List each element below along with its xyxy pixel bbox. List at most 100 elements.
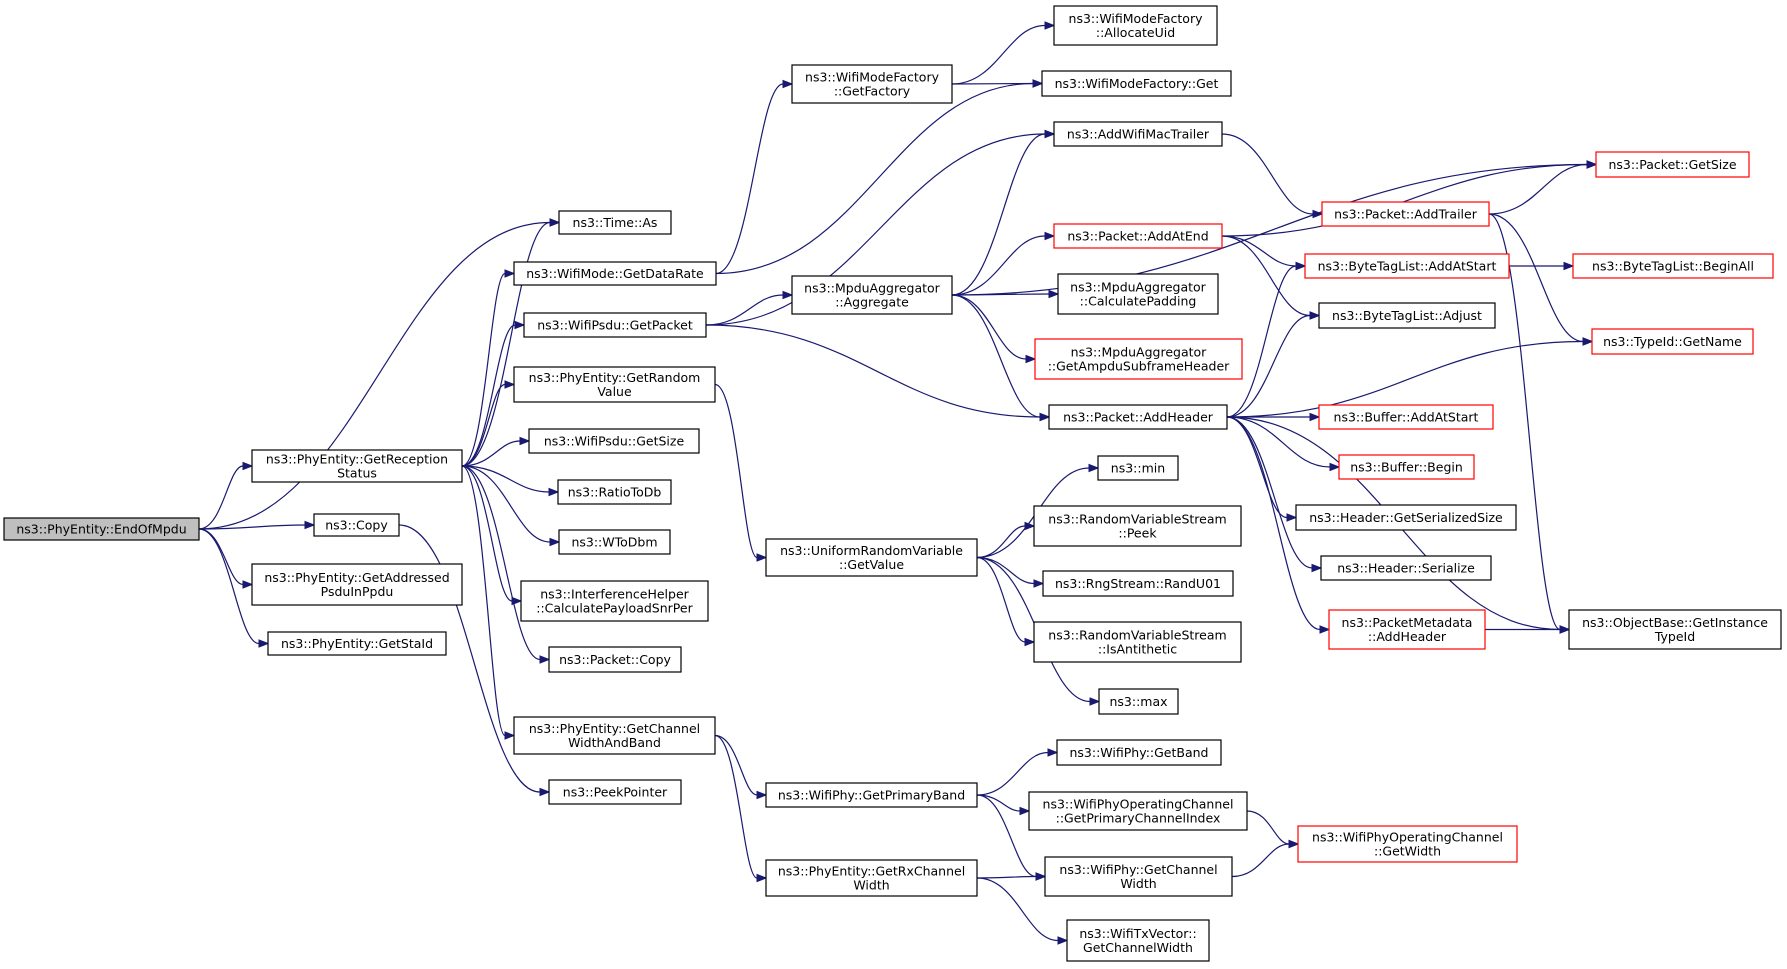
node-phygetchannelwidth[interactable]: ns3::WifiPhy::GetChannelWidth xyxy=(1044,856,1233,897)
node-isantithetic[interactable]: ns3::RandomVariableStream::IsAntithetic xyxy=(1033,621,1242,663)
node-box xyxy=(513,261,717,286)
node-opchgetwidth[interactable]: ns3::WifiPhyOperatingChannel::GetWidth xyxy=(1297,825,1518,863)
node-getfactory[interactable]: ns3::WifiModeFactory::GetFactory xyxy=(791,64,953,104)
arrowhead xyxy=(258,639,270,648)
node-calcpayloadsnr[interactable]: ns3::InterferenceHelper::CalculatePayloa… xyxy=(520,580,709,622)
arrowhead xyxy=(1319,625,1331,634)
node-endofmpdu[interactable]: ns3::PhyEntity::EndOfMpdu xyxy=(3,517,200,541)
node-label: ::CalculatePadding xyxy=(1080,294,1197,309)
node-box xyxy=(523,312,707,338)
arrowhead xyxy=(548,487,560,497)
edge-getreceptionstatus-to-psdugetsize xyxy=(461,436,531,467)
edge-getprimaryband-to-getprimarychannelindex xyxy=(976,794,1031,816)
arrowhead xyxy=(1044,129,1056,139)
node-psdugetpacket[interactable]: ns3::WifiPsdu::GetPacket xyxy=(523,312,707,338)
node-label: ns3::WToDbm xyxy=(571,535,657,550)
node-bufferbegin[interactable]: ns3::Buffer::Begin xyxy=(1338,454,1475,480)
node-label: ::GetValue xyxy=(839,557,904,572)
node-getprimarychannelindex[interactable]: ns3::WifiPhyOperatingChannel::GetPrimary… xyxy=(1028,791,1248,831)
node-timeas[interactable]: ns3::Time::As xyxy=(558,210,672,235)
node-allocateuid[interactable]: ns3::WifiModeFactory::AllocateUid xyxy=(1053,5,1218,46)
node-addatend[interactable]: ns3::Packet::AddAtEnd xyxy=(1053,223,1223,249)
node-typeidgetname[interactable]: ns3::TypeId::GetName xyxy=(1591,328,1754,355)
node-label: ns3::PeekPointer xyxy=(563,785,668,800)
node-getdatarate[interactable]: ns3::WifiMode::GetDataRate xyxy=(513,261,717,286)
node-addtrailer[interactable]: ns3::Packet::AddTrailer xyxy=(1321,201,1490,227)
node-getprimaryband[interactable]: ns3::WifiPhy::GetPrimaryBand xyxy=(765,782,978,808)
node-label: ns3::Packet::AddTrailer xyxy=(1334,207,1478,222)
node-copy[interactable]: ns3::Copy xyxy=(313,513,400,537)
edge-getreceptionstatus-to-psdugetpacket xyxy=(461,320,526,467)
node-packetgetsize[interactable]: ns3::Packet::GetSize xyxy=(1595,151,1750,178)
edge-line xyxy=(461,383,506,467)
edge-getreceptionstatus-to-getdatarate xyxy=(461,269,516,467)
node-getstaid[interactable]: ns3::PhyEntity::GetStaId xyxy=(267,631,447,656)
edge-urvgetvalue-to-isantithetic xyxy=(976,556,1036,647)
node-max[interactable]: ns3::max xyxy=(1098,688,1179,715)
edge-line xyxy=(1231,843,1290,878)
node-btladdatstart[interactable]: ns3::ByteTagList::AddAtStart xyxy=(1304,253,1510,279)
node-box xyxy=(1041,70,1232,97)
edge-line xyxy=(951,293,1050,296)
node-box xyxy=(1338,454,1475,480)
edge-line xyxy=(976,751,1049,796)
node-ratiotodb[interactable]: ns3::RatioToDb xyxy=(557,479,672,505)
edge-line xyxy=(461,465,513,602)
node-label: ns3::min xyxy=(1111,461,1165,476)
node-label: ns3::PhyEntity::GetRxChannel xyxy=(778,864,965,879)
node-wtodbm[interactable]: ns3::WToDbm xyxy=(558,529,671,555)
node-box xyxy=(1568,609,1782,650)
node-btladjust[interactable]: ns3::ByteTagList::Adjust xyxy=(1318,302,1496,329)
node-label: TypeId xyxy=(1654,629,1695,644)
node-label: ns3::WifiModeFactory xyxy=(1069,11,1204,26)
arrowhead xyxy=(1024,521,1036,531)
edge-line xyxy=(461,221,551,467)
node-psdugetsize[interactable]: ns3::WifiPsdu::GetSize xyxy=(528,428,700,454)
node-rvspeek[interactable]: ns3::RandomVariableStream::Peek xyxy=(1033,505,1242,547)
node-box xyxy=(1304,253,1510,279)
node-addwifimactrailer[interactable]: ns3::AddWifiMacTrailer xyxy=(1053,121,1223,147)
node-txvectorgetchannelwidth[interactable]: ns3::WifiTxVector::GetChannelWidth xyxy=(1066,919,1210,962)
edge-line xyxy=(714,383,758,559)
node-min[interactable]: ns3::min xyxy=(1097,455,1179,481)
node-getampdusubframeheader[interactable]: ns3::MpduAggregator::GetAmpduSubframeHea… xyxy=(1034,338,1243,380)
nodes-layer: ns3::PhyEntity::EndOfMpduns3::PhyEntity:… xyxy=(3,5,1782,962)
edge-line xyxy=(1226,416,1288,519)
node-addheader[interactable]: ns3::Packet::AddHeader xyxy=(1048,404,1228,430)
node-headerserialize[interactable]: ns3::Header::Serialize xyxy=(1320,555,1492,581)
node-label: ns3::max xyxy=(1109,694,1167,709)
node-randu01[interactable]: ns3::RngStream::RandU01 xyxy=(1042,570,1234,597)
node-getserializedsize[interactable]: ns3::Header::GetSerializedSize xyxy=(1295,504,1517,531)
node-packetcopy[interactable]: ns3::Packet::Copy xyxy=(548,646,682,673)
edge-addheader-to-metadataaddheader xyxy=(1226,416,1331,634)
node-urvgetvalue[interactable]: ns3::UniformRandomVariable::GetValue xyxy=(765,538,978,577)
node-getband[interactable]: ns3::WifiPhy::GetBand xyxy=(1056,739,1222,766)
node-label: ns3::WifiPhyOperatingChannel xyxy=(1043,797,1234,812)
edge-line xyxy=(198,221,551,530)
node-factoryget[interactable]: ns3::WifiModeFactory::Get xyxy=(1041,70,1232,97)
node-metadataaddheader[interactable]: ns3::PacketMetadata::AddHeader xyxy=(1328,609,1486,650)
node-label: ns3::PhyEntity::GetReception xyxy=(266,452,448,467)
node-box xyxy=(251,449,463,483)
node-beginall[interactable]: ns3::ByteTagList::BeginAll xyxy=(1572,253,1774,279)
edge-line xyxy=(951,82,1034,85)
node-bufferaddatstart[interactable]: ns3::Buffer::AddAtStart xyxy=(1318,404,1494,430)
node-aggregate[interactable]: ns3::MpduAggregator::Aggregate xyxy=(791,275,953,315)
edge-getreceptionstatus-to-packetcopy xyxy=(461,465,551,664)
arrowhead xyxy=(782,290,794,300)
node-peekpointer[interactable]: ns3::PeekPointer xyxy=(548,779,682,805)
node-label: Status xyxy=(337,466,377,481)
edge-line xyxy=(951,294,1027,360)
node-label: ns3::UniformRandomVariable xyxy=(780,543,963,558)
node-label: ns3::PacketMetadata xyxy=(1342,615,1473,630)
edge-copy-to-peekpointer xyxy=(398,524,551,797)
arrowhead xyxy=(1311,563,1323,573)
node-calcpadding[interactable]: ns3::MpduAggregator::CalculatePadding xyxy=(1057,273,1219,315)
edge-line xyxy=(714,734,758,796)
